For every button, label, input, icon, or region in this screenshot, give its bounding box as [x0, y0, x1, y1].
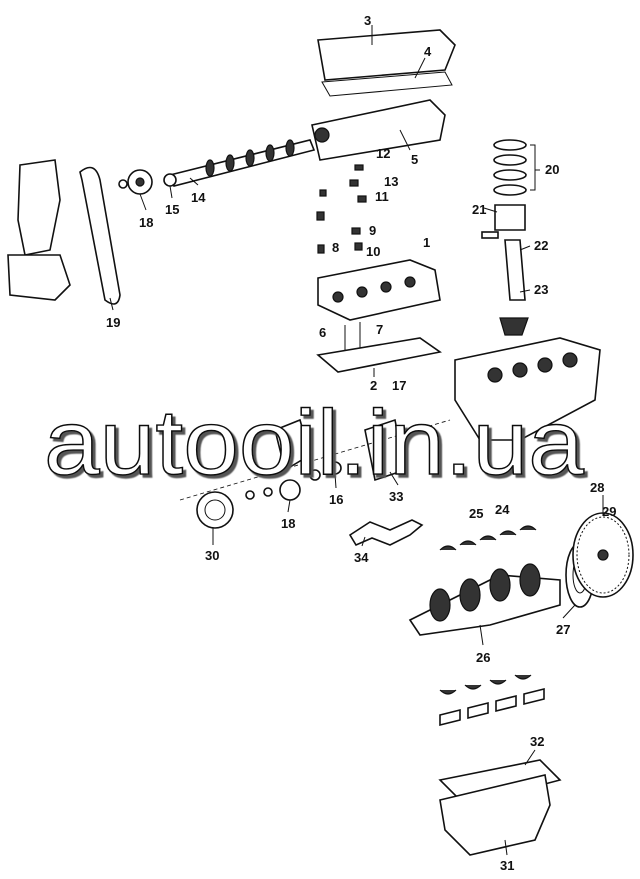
callout-28: 28: [590, 480, 604, 495]
callout-6: 6: [319, 325, 326, 340]
callout-4: 4: [424, 44, 432, 59]
leader-lines: [109, 25, 604, 856]
callout-12: 12: [376, 146, 390, 161]
timing-cover-upper: [17, 159, 61, 256]
camshaft: [168, 139, 316, 187]
callout-9: 9: [369, 223, 376, 238]
callout-11: 11: [375, 189, 389, 204]
piston-rings: [493, 139, 527, 196]
callout-14: 14: [191, 190, 206, 205]
oil-pump: [274, 418, 311, 472]
callout-18-lower: 18: [281, 516, 295, 531]
timing-cover-lower: [7, 254, 71, 301]
piston: [494, 204, 526, 231]
head-gasket: [316, 337, 442, 373]
callout-27: 27: [556, 622, 570, 637]
callout-2: 2: [370, 378, 377, 393]
callout-24: 24: [495, 502, 510, 517]
callout-16: 16: [329, 492, 343, 507]
oil-pickup-tube: [348, 519, 424, 547]
connecting-rod: [504, 239, 526, 301]
callout-3: 3: [364, 13, 371, 28]
callout-26: 26: [476, 650, 490, 665]
callout-labels: 3 4 5 12 13 11 9 10 8 1 6 7 2 17 20 21 2…: [106, 13, 616, 873]
callout-22: 22: [534, 238, 548, 253]
callout-17: 17: [392, 378, 406, 393]
timing-belt: [79, 166, 121, 305]
callout-34: 34: [354, 550, 369, 565]
bearing-caps: [439, 674, 545, 727]
callout-20: 20: [545, 162, 559, 177]
callout-30: 30: [205, 548, 219, 563]
callout-32: 32: [530, 734, 544, 749]
callout-1: 1: [423, 235, 430, 250]
callout-33: 33: [389, 489, 403, 504]
callout-23: 23: [534, 282, 548, 297]
callout-15: 15: [165, 202, 179, 217]
callout-10: 10: [366, 244, 380, 259]
callout-29: 29: [602, 504, 616, 519]
callout-19: 19: [106, 315, 120, 330]
callout-7: 7: [376, 322, 383, 337]
cam-seal: [163, 173, 177, 187]
cylinder-head: [317, 259, 441, 321]
callout-21: 21: [472, 202, 486, 217]
oil-pan: [439, 774, 551, 856]
watermark: autooil.in.ua: [44, 392, 585, 494]
callout-13: 13: [384, 174, 398, 189]
main-bearings-upper: [439, 525, 537, 551]
crank-pulley: [196, 491, 234, 529]
valve-cover: [311, 29, 456, 161]
oil-pump-housing: [364, 418, 406, 482]
callout-31: 31: [500, 858, 514, 873]
callout-18-upper: 18: [139, 215, 153, 230]
valve-train-parts: [316, 164, 367, 254]
callout-5: 5: [411, 152, 418, 167]
callout-25: 25: [469, 506, 483, 521]
callout-8: 8: [332, 240, 339, 255]
